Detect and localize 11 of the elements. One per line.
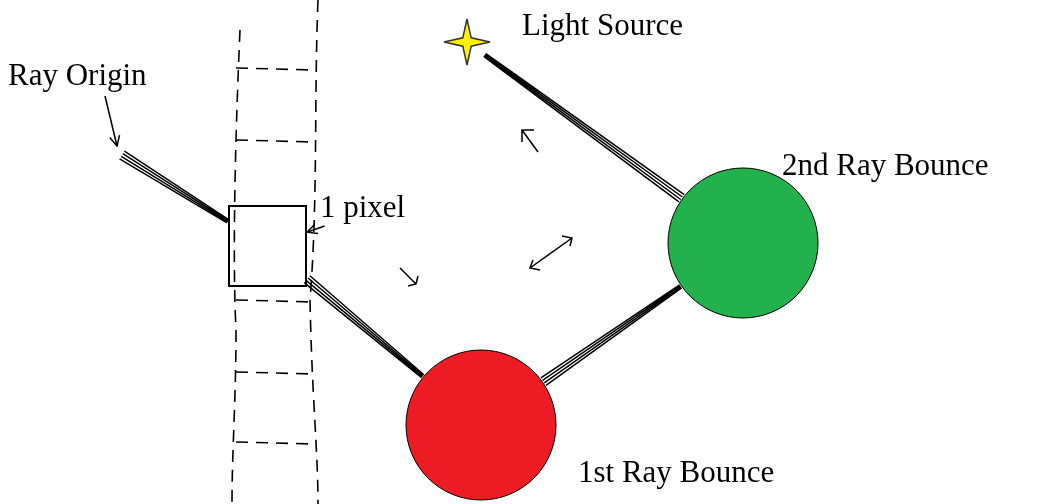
label-text: 1 pixel [320, 190, 406, 225]
caption-text: 2nd Ray Bounce [782, 148, 989, 183]
leader-line [306, 223, 326, 235]
ray-line [303, 274, 425, 379]
ray-line [540, 284, 683, 387]
ray-line [118, 150, 230, 224]
ray-line [482, 52, 685, 203]
caption-text: 1st Ray Bounce [578, 455, 775, 490]
caption-text: Light Source [522, 8, 683, 43]
leader-line [104, 95, 121, 147]
label-text: Ray Origin [8, 58, 147, 93]
